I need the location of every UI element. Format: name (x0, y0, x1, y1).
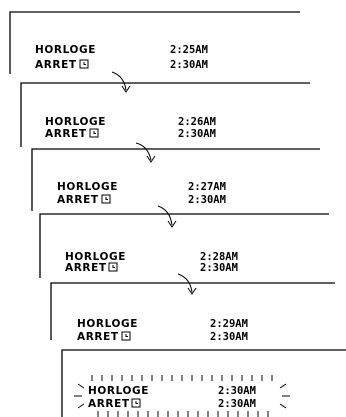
arrow-3 (157, 205, 177, 228)
clock-icon (121, 331, 131, 341)
clock-label: HORLOGE (57, 181, 118, 193)
stop-time: 2:30AM (188, 194, 226, 206)
flash-ray (279, 403, 287, 409)
clock-time: 2:28AM (200, 251, 238, 263)
clock-time: 2:30AM (218, 385, 256, 397)
clock-label: HORLOGE (77, 318, 138, 330)
stop-label: ARRET (88, 398, 130, 410)
flash-ray (279, 383, 287, 389)
clock-icon (131, 398, 141, 408)
flash-rays (74, 375, 290, 417)
arrow-2 (135, 142, 156, 163)
stop-time: 2:30AM (200, 262, 238, 274)
stop-time: 2:30AM (210, 331, 248, 343)
display-screen-2: HORLOGE 2:26AM ARRET 2:30AM (20, 82, 310, 147)
clock-time: 2:29AM (210, 318, 248, 330)
clock-time: 2:27AM (188, 181, 226, 193)
clock-icon (79, 59, 89, 69)
arrow-1 (111, 71, 131, 93)
flash-ray (77, 403, 85, 409)
stop-label: ARRET (45, 128, 87, 140)
stop-label: ARRET (65, 262, 107, 274)
stop-time: 2:30AM (170, 59, 208, 71)
display-screen-3: HORLOGE 2:27AM ARRET 2:30AM (31, 148, 320, 211)
flash-ray (77, 383, 85, 389)
stop-label: ARRET (77, 331, 119, 343)
stop-label: ARRET (35, 59, 77, 71)
display-screen-1: HORLOGE 2:25AM ARRET 2:30AM (9, 11, 300, 74)
clock-time: 2:25AM (170, 44, 208, 56)
display-screen-5: HORLOGE 2:29AM ARRET 2:30AM (50, 282, 335, 343)
clock-icon (89, 128, 99, 138)
stop-label: ARRET (57, 194, 99, 206)
clock-time: 2:26AM (178, 116, 216, 128)
clock-icon (108, 262, 118, 272)
clock-icon (101, 194, 111, 204)
display-screen-4: HORLOGE 2:28AM ARRET 2:30AM (39, 213, 329, 278)
stop-time: 2:30AM (178, 128, 216, 140)
stop-time: 2:30AM (218, 398, 256, 410)
clock-label: HORLOGE (35, 44, 96, 56)
clock-label: HORLOGE (65, 251, 126, 263)
display-screen-6-flashing: HORLOGE 2:30AM ARRET 2:30AM (61, 349, 346, 417)
arrow-4 (177, 273, 197, 295)
clock-label: HORLOGE (88, 385, 149, 397)
clock-label: HORLOGE (45, 116, 106, 128)
